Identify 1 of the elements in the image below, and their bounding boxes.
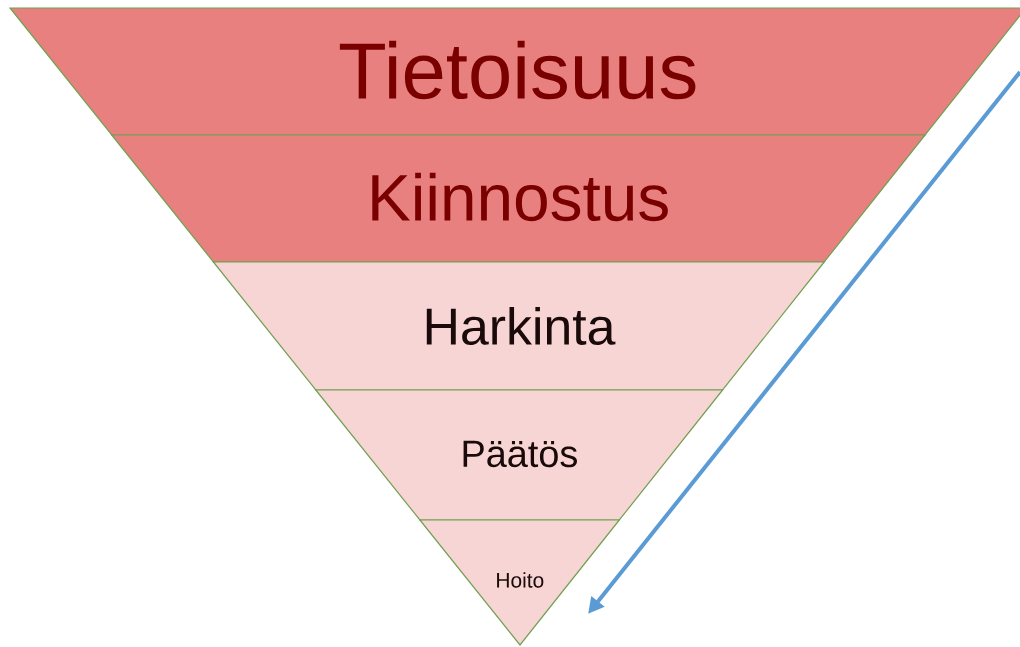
- funnel-band: Harkinta: [212, 261, 826, 391]
